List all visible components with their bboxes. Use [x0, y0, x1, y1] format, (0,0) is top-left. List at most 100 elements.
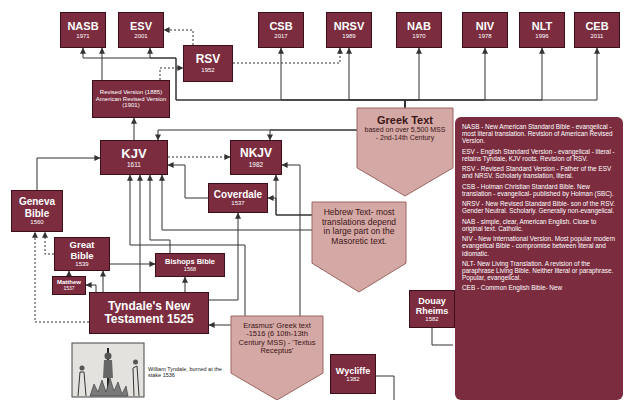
node-subtext: 1560 — [14, 219, 60, 226]
node-subtext: 1952 — [196, 67, 221, 74]
node-title: CSB — [269, 20, 292, 32]
lead-line — [432, 328, 453, 345]
onlooker-head — [80, 366, 85, 371]
connector — [164, 30, 193, 45]
connector — [209, 325, 231, 326]
text-group: Tyndale's New Testament 1525 — [92, 300, 206, 327]
text-group: NRSV1989 — [334, 20, 365, 39]
connector — [268, 198, 312, 215]
version-box: NASB1971 — [60, 12, 106, 48]
connector — [140, 175, 141, 292]
figure-body — [103, 360, 113, 378]
node-subtext: 1971 — [67, 33, 98, 40]
connector — [185, 277, 186, 292]
version-box: CEB2011 — [574, 12, 620, 48]
legend-note: NLT- New Living Translation. A revision … — [462, 260, 616, 282]
node-subtext: 1382 — [336, 376, 370, 383]
text-group: Greek Textbased on over 5,500 MSS - 2nd-… — [363, 114, 447, 142]
text-group: KJV1611 — [121, 147, 146, 169]
text-group: Geneva Bible1560 — [14, 196, 60, 225]
node-title: CEB — [585, 20, 608, 32]
connector — [37, 158, 100, 190]
node-subtext: 1539 — [57, 261, 107, 268]
node-title: Hebrew Text- most translations depend in… — [318, 208, 400, 246]
node-subtext: 1970 — [407, 33, 431, 40]
legend-note: NASB - New American Standard Bible - eva… — [462, 123, 616, 145]
node-title: Douay Rheims — [412, 296, 452, 316]
node-title: Tyndale's New Testament 1525 — [92, 300, 206, 327]
connector — [168, 165, 208, 198]
node-subtext: 2017 — [269, 33, 292, 40]
connector — [349, 48, 405, 108]
text-group: Great Bible1539 — [57, 240, 107, 268]
connector — [86, 285, 96, 292]
lead-line — [376, 376, 394, 400]
onlookers — [78, 366, 139, 396]
connector — [168, 157, 230, 158]
connector — [405, 48, 542, 108]
node-title: Revised Version (1885) — [95, 89, 167, 96]
node-subtext: American Revised Version (1901) — [95, 96, 167, 109]
connector — [270, 130, 357, 140]
node-title: Matthew — [57, 279, 81, 286]
text-group: Erasmus' Greek text -1516 (6 10th-13th C… — [237, 322, 317, 356]
node-title: Great Bible — [57, 240, 107, 261]
text-group: NASB1971 — [67, 20, 98, 39]
node-subtext: 1568 — [165, 266, 215, 272]
node-subtext: 1611 — [121, 161, 146, 168]
flames — [90, 378, 128, 396]
text-group: NLT1996 — [532, 20, 553, 39]
node-subtext: 1978 — [476, 33, 494, 40]
node-subtext: 1982 — [240, 161, 272, 168]
version-box: Tyndale's New Testament 1525 — [89, 292, 209, 334]
connector — [160, 68, 183, 80]
legend-note: NIV - New International Version. Most po… — [462, 235, 616, 257]
node-title: NASB — [67, 20, 98, 32]
text-group: NASB - New American Standard Bible - eva… — [462, 123, 616, 295]
text-group: NKJV1982 — [240, 147, 272, 168]
pentagon-shape — [312, 202, 406, 292]
legend-note: ESV - English Standard Version - evangel… — [462, 148, 616, 162]
connector — [158, 130, 357, 140]
version-box: ESV2001 — [118, 12, 164, 48]
connector — [102, 48, 103, 80]
connector — [110, 264, 155, 265]
node-title: Coverdale — [214, 189, 262, 200]
onlooker-head — [133, 360, 138, 365]
node-subtext: 2001 — [130, 33, 152, 40]
node-subtext: 1989 — [334, 33, 365, 40]
connector — [45, 232, 54, 254]
version-box: Geneva Bible1560 — [11, 190, 63, 232]
figure-head — [105, 353, 112, 360]
node-title: NRSV — [334, 20, 365, 32]
connector — [281, 48, 405, 108]
node-subtext: based on over 5,500 MSS - 2nd-14th Centu… — [363, 126, 447, 142]
text-group: Wycliffe1382 — [336, 366, 370, 383]
text-group: Bishops Bible1568 — [165, 258, 215, 273]
version-box: KJV1611 — [100, 140, 168, 175]
version-box: NIV1978 — [462, 12, 508, 48]
text-group: Revised Version (1885)American Revised V… — [95, 89, 167, 109]
node-title: NIV — [476, 20, 494, 32]
node-subtext: 2011 — [585, 33, 608, 40]
source-pentagon: Erasmus' Greek text -1516 (6 10th-13th C… — [231, 316, 323, 400]
node-title: Erasmus' Greek text -1516 (6 10th-13th C… — [237, 322, 317, 356]
connector — [233, 48, 340, 63]
version-box: NRSV1989 — [326, 12, 372, 48]
text-group: NIV1978 — [476, 20, 494, 39]
version-box: Matthew1537 — [52, 276, 86, 295]
legend-note: NAB - simple, clear, American English. C… — [462, 218, 616, 232]
node-title: NKJV — [240, 147, 272, 160]
connector — [405, 48, 419, 108]
connector — [134, 118, 135, 140]
text-group: Coverdale1537 — [214, 189, 262, 207]
connector — [405, 48, 597, 108]
legend-note: CEB - Common English Bible- New — [462, 284, 616, 291]
legend-note: RSV - Revised Standard Version - Father … — [462, 165, 616, 179]
tyndale-woodcut — [72, 343, 144, 397]
pentagon-shape — [357, 108, 453, 196]
connector — [276, 175, 312, 215]
version-box: NLT1996 — [519, 12, 565, 48]
version-box: Revised Version (1885)American Revised V… — [92, 80, 170, 118]
